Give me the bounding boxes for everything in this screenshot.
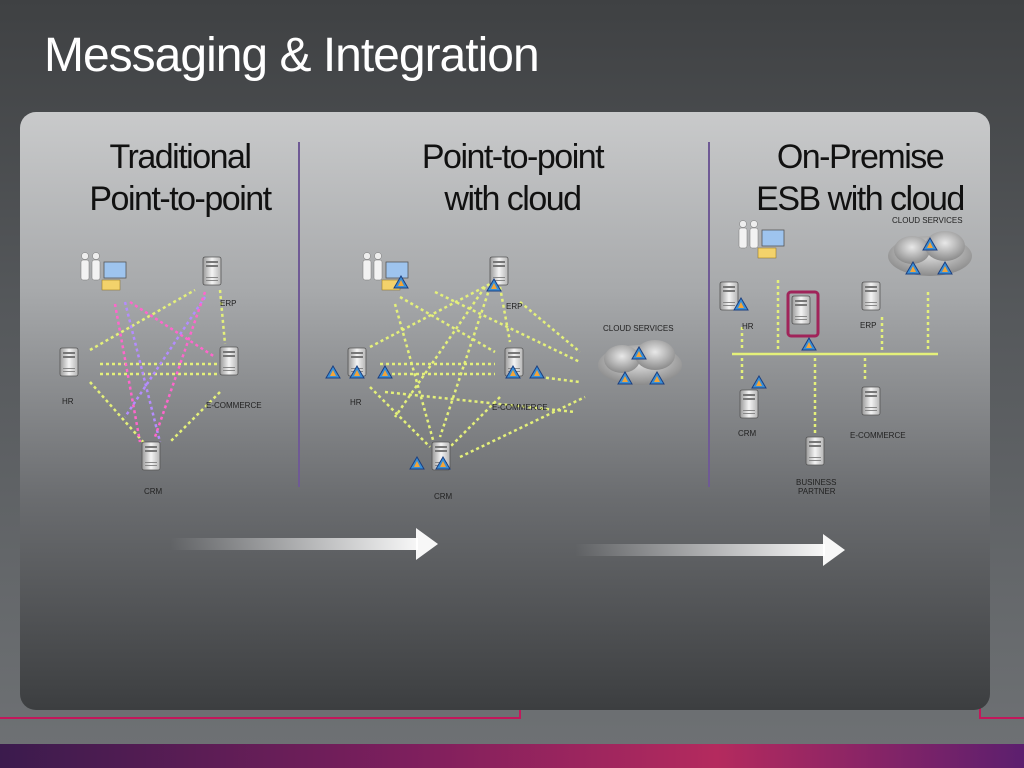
connection-line xyxy=(399,295,496,354)
column-title-esb-cloud: On-Premise ESB with cloud xyxy=(735,136,985,220)
connection-line xyxy=(459,395,586,459)
crm-label: CRM xyxy=(144,487,163,496)
connection-line xyxy=(369,282,491,349)
integration-diagrams: ERP HR E-COMMERCE CRM xyxy=(59,216,972,566)
erp-label: ERP xyxy=(220,299,236,308)
ecommerce-label: E-COMMERCE xyxy=(206,401,262,410)
connection-line xyxy=(129,300,216,359)
hr-server-icon xyxy=(59,347,79,377)
bottom-accent-bar xyxy=(0,744,1024,768)
service-triangle-icon xyxy=(377,365,393,379)
column-title-line: On-Premise xyxy=(776,138,945,176)
p2p-cloud-diagram: ERP HR E-COMMERCE CRM CLOUD SERVICES xyxy=(325,252,682,501)
column-title-line: Traditional xyxy=(109,138,252,176)
connection-line xyxy=(89,381,146,445)
ecommerce-label: E-COMMERCE xyxy=(850,431,906,440)
connection-line xyxy=(384,390,576,414)
progression-arrows xyxy=(170,528,845,566)
service-triangle-icon xyxy=(801,337,817,351)
crm-server-icon xyxy=(739,389,759,419)
connection-line xyxy=(434,290,581,364)
connection-line xyxy=(393,303,437,448)
connection-line xyxy=(393,286,487,418)
service-triangle-icon xyxy=(409,456,425,470)
connection-line xyxy=(519,301,581,353)
column-title-traditional: Traditional Point-to-point xyxy=(60,136,300,220)
column-title-p2p-cloud: Point-to-point with cloud xyxy=(390,136,635,220)
column-divider-2 xyxy=(708,142,710,487)
business-partner-server-icon xyxy=(805,436,825,466)
traditional-diagram: ERP HR E-COMMERCE CRM xyxy=(59,252,262,496)
connection-line xyxy=(123,301,162,443)
ecommerce-server-icon xyxy=(861,386,881,416)
connection-line xyxy=(539,375,581,384)
slide-title: Messaging & Integration xyxy=(44,29,540,82)
service-triangle-icon xyxy=(325,365,341,379)
cloud-services-label: CLOUD SERVICES xyxy=(892,216,963,225)
cloud-services-label: CLOUD SERVICES xyxy=(603,324,674,333)
esb-server-icon xyxy=(791,295,811,325)
hr-server-icon xyxy=(719,281,739,311)
arrow-right-icon xyxy=(823,534,845,566)
column-divider-1 xyxy=(298,142,300,487)
ecommerce-label: E-COMMERCE xyxy=(492,403,548,412)
connection-line xyxy=(123,296,207,418)
users-icon xyxy=(362,252,409,291)
hr-label: HR xyxy=(742,322,754,331)
business-partner-label: BUSINESS xyxy=(796,478,836,487)
connection-line xyxy=(369,386,431,448)
esb-cloud-diagram: HR ERP CRM E-COMMERCE BUSINESS PARTNER C… xyxy=(719,216,972,496)
column-title-line: Point-to-point xyxy=(421,138,605,176)
esb-server-glow xyxy=(786,290,820,338)
cloud-services-icon xyxy=(598,340,682,385)
hr-label: HR xyxy=(62,397,74,406)
service-triangle-icon xyxy=(529,365,545,379)
erp-label: ERP xyxy=(506,302,522,311)
crm-label: CRM xyxy=(434,492,453,501)
business-partner-label: PARTNER xyxy=(798,487,836,496)
column-title-line: with cloud xyxy=(444,180,582,218)
content-panel: Traditional Point-to-point Point-to-poin… xyxy=(20,112,990,710)
connection-line xyxy=(113,303,142,443)
users-icon xyxy=(738,220,785,259)
connection-line xyxy=(438,286,492,438)
users-icon xyxy=(80,252,127,291)
service-triangle-icon xyxy=(751,375,767,389)
ecommerce-server-icon xyxy=(219,346,239,376)
connection-line xyxy=(169,391,221,443)
connection-line xyxy=(89,288,196,352)
arrow-right-icon xyxy=(416,528,438,560)
connection-line xyxy=(498,286,512,343)
crm-server-icon xyxy=(141,441,161,471)
erp-label: ERP xyxy=(860,321,876,330)
erp-server-icon xyxy=(861,281,881,311)
column-title-line: ESB with cloud xyxy=(756,180,965,218)
column-title-line: Point-to-point xyxy=(89,180,272,218)
crm-label: CRM xyxy=(738,429,757,438)
erp-server-icon xyxy=(202,256,222,286)
connection-line xyxy=(153,291,207,438)
hr-label: HR xyxy=(350,398,362,407)
